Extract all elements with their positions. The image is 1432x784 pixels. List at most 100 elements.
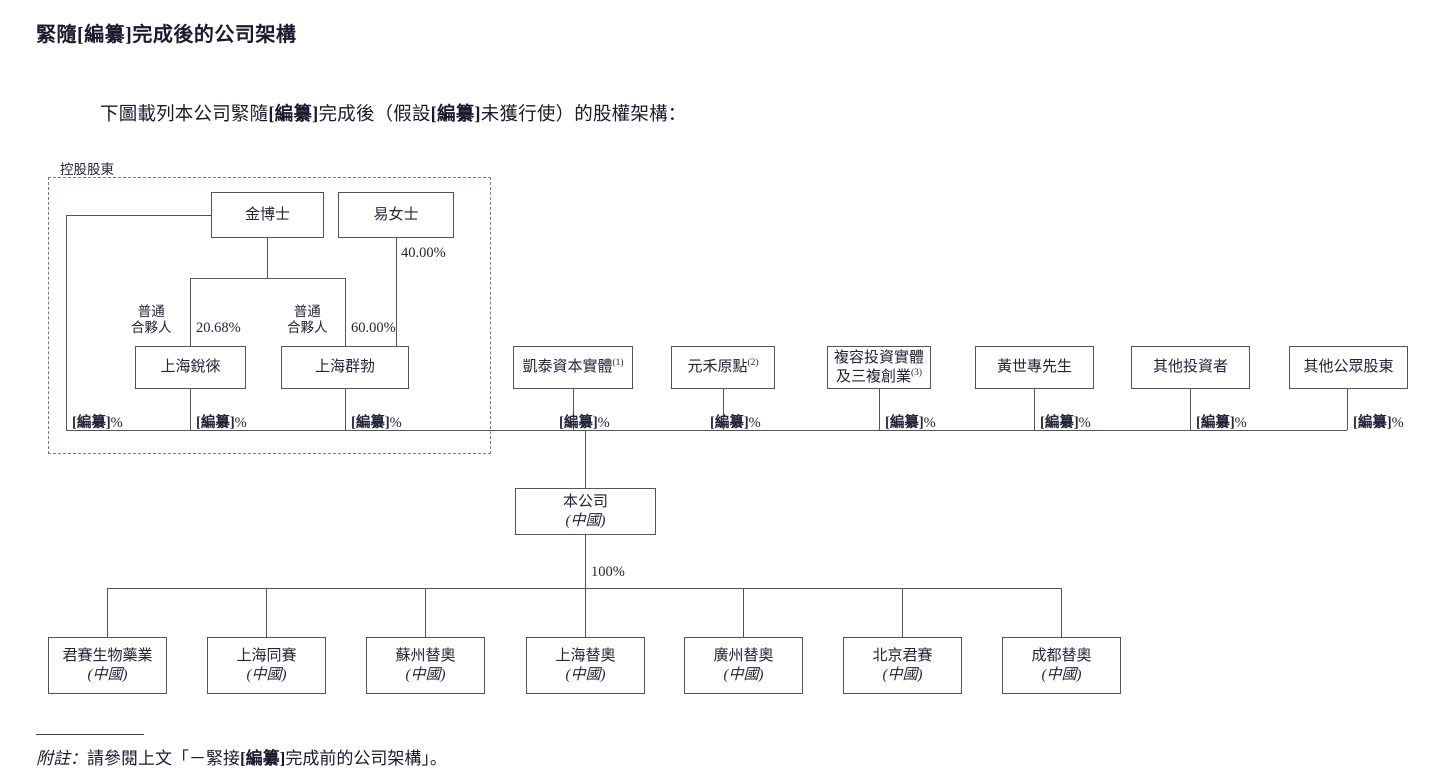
intro-paragraph: 下圖載列本公司緊隨[編纂]完成後（假設[編纂]未獲行使）的股權架構： [100, 100, 686, 126]
gp-label-ruilai-line2: 合夥人 [131, 320, 172, 336]
pct-company-subsidiaries: 100% [591, 564, 625, 580]
pct-jin-to-qunbo: 60.00% [351, 320, 396, 336]
note-marker-3: (3) [910, 367, 923, 378]
line-drop-junsai-bio [107, 588, 108, 637]
node-yuanhe-label: 元禾原點(2) [687, 358, 759, 376]
node-furong[interactable]: 複容投資實體 及三複創業(3) [827, 346, 931, 389]
node-suzhou-tiao[interactable]: 蘇州替奧 (中國) [366, 637, 485, 694]
line-drop-shanghai-tiao [585, 588, 586, 637]
intro-redacted-1: [編纂] [268, 105, 319, 125]
gp-label-qunbo: 普通 合夥人 [287, 304, 328, 336]
node-huang-label: 黃世專先生 [996, 359, 1072, 376]
node-company-label: 本公司 [562, 493, 608, 510]
node-shanghai-tiao[interactable]: 上海替奧 (中國) [526, 637, 645, 694]
node-chengdu-tiao-jurisdiction: (中國) [1041, 666, 1082, 683]
node-guangzhou-tiao-jurisdiction: (中國) [723, 666, 764, 683]
line-drop-huang [1034, 389, 1035, 430]
node-beijing-junsai-label: 北京君賽 [872, 647, 933, 664]
line-jin-down [267, 238, 268, 278]
line-bus-to-company [585, 430, 586, 488]
node-kaitai-label: 凱泰資本實體(1) [522, 358, 624, 376]
node-shanghai-qunbo-label: 上海群勃 [314, 359, 375, 376]
pct-qunbo: [編纂]% [351, 415, 402, 431]
node-suzhou-tiao-label: 蘇州替奧 [395, 647, 456, 664]
node-chengdu-tiao[interactable]: 成都替奧 (中國) [1002, 637, 1121, 694]
controlling-shareholder-box [48, 177, 491, 454]
footnote-text: 附註：請參閱上文「－緊接[編纂]完成前的公司架構」。 [36, 744, 447, 769]
line-shareholder-bus [66, 430, 1347, 431]
line-jin-to-qunbo [345, 278, 346, 346]
node-yuanhe[interactable]: 元禾原點(2) [671, 346, 775, 389]
gp-label-ruilai: 普通 合夥人 [131, 304, 172, 336]
note-marker-1: (1) [612, 358, 624, 369]
node-public-shareholders[interactable]: 其他公眾股東 [1289, 346, 1408, 389]
gp-label-ruilai-line1: 普通 [137, 304, 165, 319]
node-shanghai-tiao-label: 上海替奧 [555, 647, 616, 664]
intro-suffix: 未獲行使）的股權架構： [480, 105, 687, 125]
pct-yuanhe: [編纂]% [710, 415, 761, 431]
pct-furong: [編纂]% [885, 415, 936, 431]
node-furong-label-line2: 及三複創業(3) [835, 367, 923, 385]
line-drop-shanghai-tongsai [266, 588, 267, 637]
intro-prefix: 下圖載列本公司緊隨 [100, 105, 269, 125]
pct-ruilai: [編纂]% [196, 415, 247, 431]
pct-huang: [編纂]% [1040, 415, 1091, 431]
intro-redacted-2: [編纂] [430, 105, 481, 125]
intro-middle: 完成後（假設 [318, 105, 431, 125]
node-guangzhou-tiao[interactable]: 廣州替奧 (中國) [684, 637, 803, 694]
pct-other-investors: [編纂]% [1196, 415, 1247, 431]
line-drop-furong [879, 389, 880, 430]
page-title: 緊隨[編纂]完成後的公司架構 [36, 24, 297, 46]
node-shanghai-ruilai[interactable]: 上海銳徠 [135, 346, 246, 389]
node-other-investors[interactable]: 其他投資者 [1131, 346, 1250, 389]
node-beijing-junsai[interactable]: 北京君賽 (中國) [843, 637, 962, 694]
node-suzhou-tiao-jurisdiction: (中國) [405, 666, 446, 683]
node-junsai-bio-label: 君賽生物藥業 [62, 647, 153, 664]
node-beijing-junsai-jurisdiction: (中國) [882, 666, 923, 683]
line-subsidiary-bus [107, 588, 1061, 589]
pct-jin-direct: [編纂]% [72, 415, 123, 431]
line-jin-left-drop [66, 215, 67, 430]
node-yi[interactable]: 易女士 [338, 192, 454, 238]
pct-kaitai: [編纂]% [559, 415, 610, 431]
footnote-divider [36, 734, 144, 735]
line-drop-public [1347, 389, 1348, 430]
note-marker-2: (2) [747, 358, 759, 369]
node-huang[interactable]: 黃世專先生 [975, 346, 1094, 389]
line-drop-other-investors [1190, 389, 1191, 430]
line-drop-beijing-junsai [902, 588, 903, 637]
node-shanghai-tongsai-jurisdiction: (中國) [246, 666, 287, 683]
node-shanghai-qunbo[interactable]: 上海群勃 [281, 346, 409, 389]
node-shanghai-ruilai-label: 上海銳徠 [160, 359, 221, 376]
line-drop-chengdu-tiao [1061, 588, 1062, 637]
line-jin-to-ruilai [190, 278, 191, 346]
node-guangzhou-tiao-label: 廣州替奧 [713, 647, 774, 664]
line-drop-yuanhe [723, 389, 724, 430]
line-jin-split [190, 278, 345, 279]
node-jin-label: 金博士 [244, 206, 290, 223]
node-yi-label: 易女士 [373, 206, 419, 223]
footnote-middle: 請參閱上文「－緊接 [87, 749, 240, 768]
pct-jin-to-ruilai: 20.68% [196, 320, 241, 336]
node-kaitai[interactable]: 凱泰資本實體(1) [513, 346, 633, 389]
line-drop-ruilai [190, 389, 191, 430]
node-junsai-bio[interactable]: 君賽生物藥業 (中國) [48, 637, 167, 694]
footnote-redacted: [編纂] [240, 749, 286, 768]
node-shanghai-tiao-jurisdiction: (中國) [565, 666, 606, 683]
gp-label-qunbo-line2: 合夥人 [287, 320, 328, 336]
line-company-down [585, 535, 586, 588]
node-jin[interactable]: 金博士 [211, 192, 324, 238]
footnote-prefix: 附註： [36, 749, 87, 768]
node-company-jurisdiction: (中國) [565, 512, 606, 529]
controlling-shareholder-label: 控股股東 [60, 162, 114, 177]
node-chengdu-tiao-label: 成都替奧 [1031, 647, 1092, 664]
line-drop-suzhou-tiao [425, 588, 426, 637]
node-company[interactable]: 本公司 (中國) [515, 488, 656, 535]
footnote-suffix: 完成前的公司架構」。 [285, 749, 447, 768]
node-public-shareholders-label: 其他公眾股東 [1303, 359, 1394, 376]
node-shanghai-tongsai[interactable]: 上海同賽 (中國) [207, 637, 326, 694]
pct-yi-to-qunbo: 40.00% [401, 245, 446, 261]
line-drop-qunbo [345, 389, 346, 430]
line-drop-kaitai [573, 389, 574, 430]
